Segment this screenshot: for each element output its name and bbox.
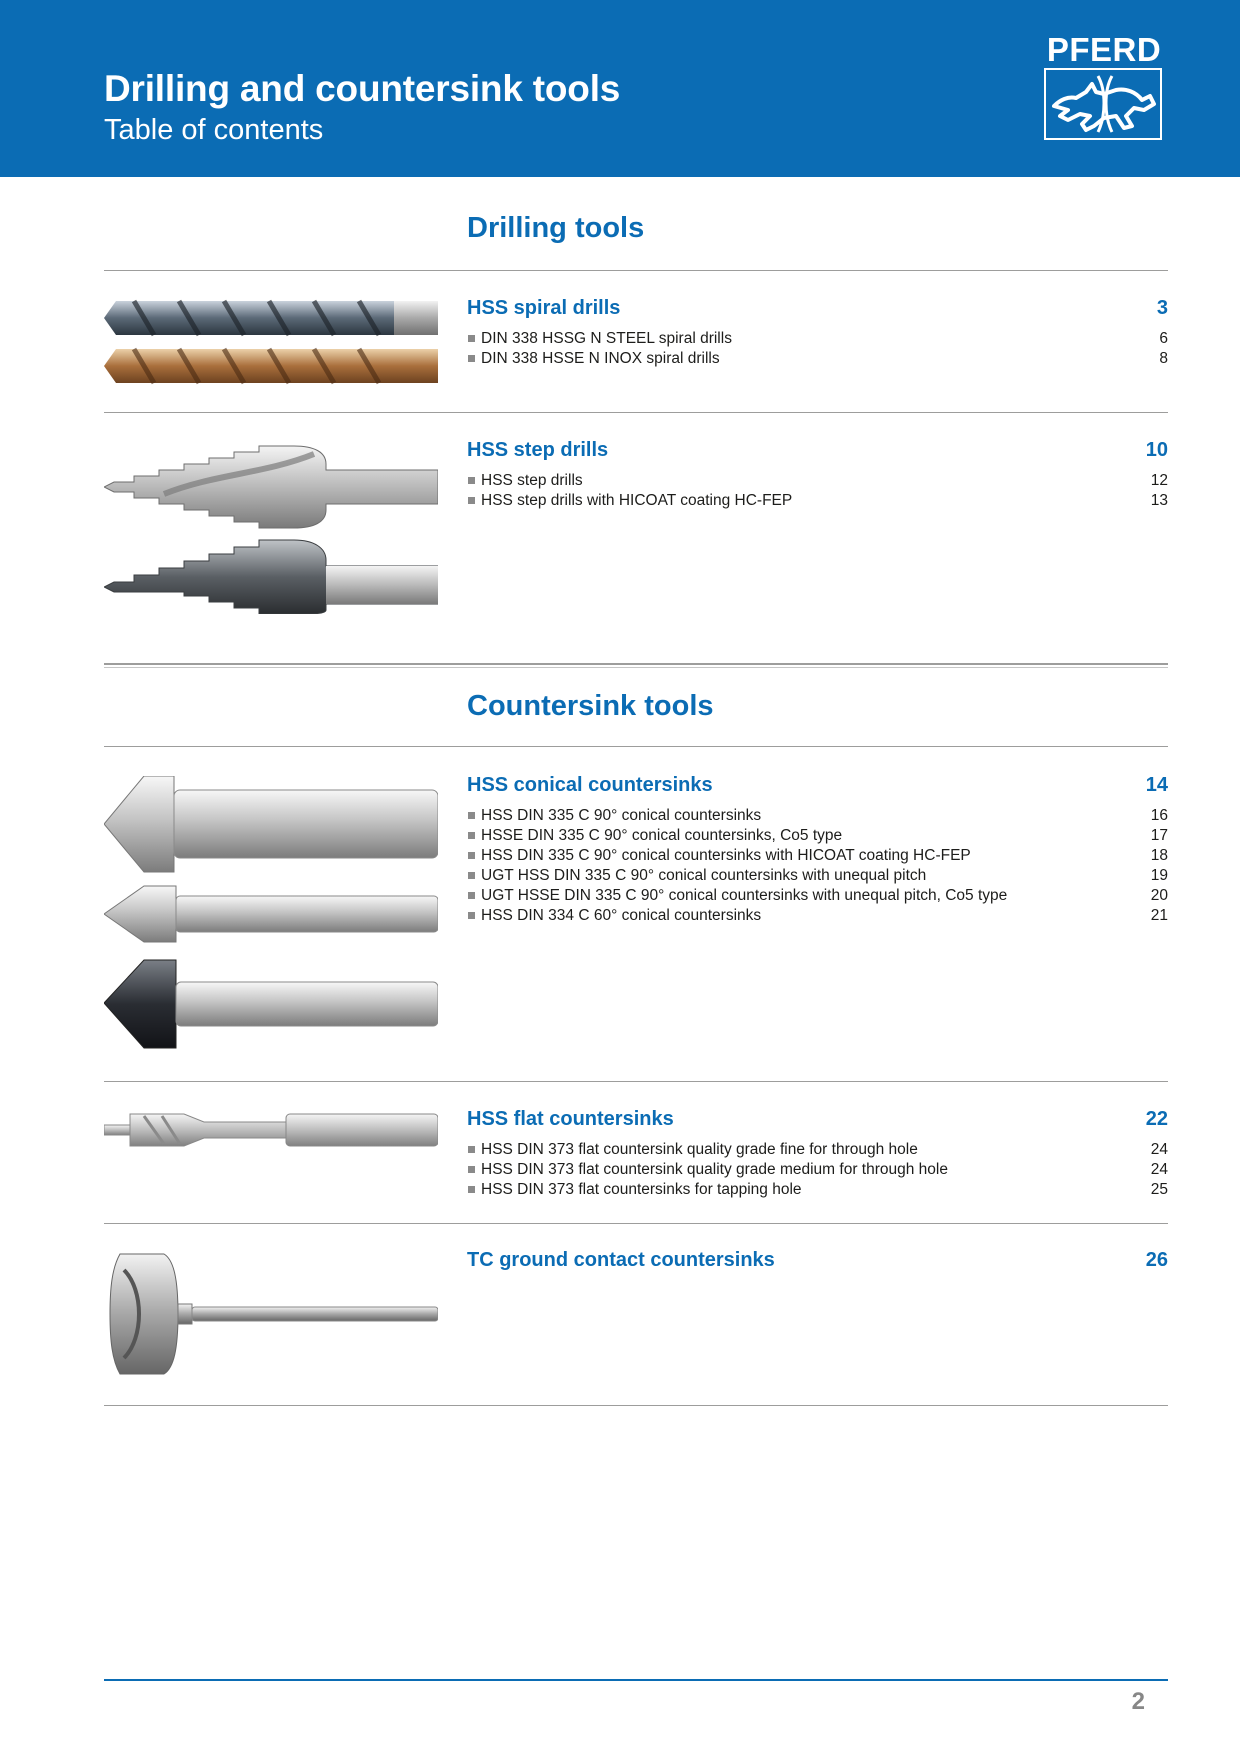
toc-item[interactable]: HSS DIN 335 C 90° conical countersinks w… [467,846,1168,866]
group-title-link[interactable]: HSS spiral drills [467,297,621,319]
footer-rule [104,1679,1168,1681]
group-heading: HSS spiral drills 3 [467,297,1168,327]
logo-text: PFERD [1046,31,1162,68]
group-title-link[interactable]: HSS flat countersinks [467,1108,674,1130]
toc-list: HSS DIN 335 C 90° conical countersinks 16… [467,806,1168,926]
toc-item[interactable]: HSS step drills with HICOAT coating HC-F… [467,491,1168,511]
toc-item-label: HSS step drills with HICOAT coating HC-F… [481,492,793,509]
bullet-icon [468,892,475,899]
page-subtitle: Table of contents [104,114,324,146]
divider [104,746,1168,747]
group-heading: HSS conical countersinks 14 [467,774,1168,804]
toc-list: HSS DIN 373 flat countersink quality gra… [467,1140,1168,1200]
bullet-icon [468,912,475,919]
page-header: Drilling and countersink tools Table of … [0,0,1240,177]
toc-group-flat-countersinks: HSS flat countersinks 22 HSS DIN 373 fla… [467,1108,1168,1200]
toc-item-page: 17 [1150,827,1168,844]
horse-logo-icon [1044,68,1162,140]
divider [104,1081,1168,1082]
tc-countersink-image [104,1250,439,1378]
section-divider [104,663,1168,668]
toc-item-page: 24 [1150,1141,1168,1158]
bullet-icon [468,812,475,819]
group-page-number: 22 [1145,1108,1168,1130]
group-heading: HSS flat countersinks 22 [467,1108,1168,1138]
toc-list: DIN 338 HSSG N STEEL spiral drills 6 DIN … [467,329,1168,369]
divider [104,1405,1168,1406]
group-heading: HSS step drills 10 [467,439,1168,469]
bullet-icon [468,852,475,859]
toc-item-label: UGT HSS DIN 335 C 90° conical countersin… [481,867,927,884]
toc-item-label: UGT HSSE DIN 335 C 90° conical countersi… [481,887,1008,904]
toc-group-tc-countersinks: TC ground contact countersinks 26 [467,1249,1168,1279]
bullet-icon [468,497,475,504]
group-page-number: 26 [1145,1249,1168,1271]
toc-item-label: HSSE DIN 335 C 90° conical countersinks,… [481,827,843,844]
toc-item[interactable]: DIN 338 HSSG N STEEL spiral drills 6 [467,329,1168,349]
group-page-number: 10 [1145,439,1168,461]
toc-item-page: 21 [1150,907,1168,924]
toc-group-step-drills: HSS step drills 10 HSS step drills 12 HSS… [467,439,1168,511]
bullet-icon [468,355,475,362]
toc-item[interactable]: HSS step drills 12 [467,471,1168,491]
group-page-number: 14 [1145,774,1168,796]
flat-countersink-image [103,1110,439,1150]
bullet-icon [468,335,475,342]
section-title-drilling-tools: Drilling tools [467,212,645,244]
spiral-drills-image [104,298,438,388]
toc-item[interactable]: DIN 338 HSSE N INOX spiral drills 8 [467,349,1168,369]
bullet-icon [468,872,475,879]
bullet-icon [468,1166,475,1173]
group-title-link[interactable]: HSS conical countersinks [467,774,713,796]
toc-item[interactable]: UGT HSS DIN 335 C 90° conical countersin… [467,866,1168,886]
toc-item-page: 12 [1150,472,1168,489]
step-drills-image [102,434,439,615]
toc-item-page: 13 [1150,492,1168,509]
toc-item[interactable]: HSS DIN 334 C 60° conical countersinks 21 [467,906,1168,926]
toc-item[interactable]: HSS DIN 373 flat countersink quality gra… [467,1140,1168,1160]
toc-item-page: 24 [1150,1161,1168,1178]
toc-item[interactable]: HSS DIN 373 flat countersink quality gra… [467,1160,1168,1180]
toc-item-label: HSS DIN 373 flat countersink quality gra… [481,1141,918,1158]
conical-countersinks-image [103,775,439,1054]
toc-group-spiral-drills: HSS spiral drills 3 DIN 338 HSSG N STEEL… [467,297,1168,369]
toc-item-label: HSS DIN 373 flat countersink quality gra… [481,1161,948,1178]
bullet-icon [468,832,475,839]
pferd-logo: PFERD [1040,30,1168,144]
toc-item-label: HSS DIN 373 flat countersinks for tappin… [481,1181,802,1198]
group-title-link[interactable]: TC ground contact countersinks [467,1249,775,1271]
toc-item-label: DIN 338 HSSE N INOX spiral drills [481,350,720,367]
toc-item[interactable]: UGT HSSE DIN 335 C 90° conical countersi… [467,886,1168,906]
toc-item-label: DIN 338 HSSG N STEEL spiral drills [481,330,732,347]
toc-item-page: 18 [1150,847,1168,864]
bullet-icon [468,477,475,484]
toc-item[interactable]: HSS DIN 335 C 90° conical countersinks 16 [467,806,1168,826]
toc-item-label: HSS DIN 335 C 90° conical countersinks w… [481,847,971,864]
toc-item-page: 6 [1159,330,1168,347]
toc-item[interactable]: HSSE DIN 335 C 90° conical countersinks,… [467,826,1168,846]
divider [104,270,1168,271]
toc-item-label: HSS step drills [481,472,583,489]
page-number: 2 [1131,1688,1145,1715]
toc-item[interactable]: HSS DIN 373 flat countersinks for tappin… [467,1180,1168,1200]
divider [104,412,1168,413]
toc-item-page: 19 [1150,867,1168,884]
toc-group-conical-countersinks: HSS conical countersinks 14 HSS DIN 335 … [467,774,1168,926]
toc-item-label: HSS DIN 335 C 90° conical countersinks [481,807,762,824]
group-page-number: 3 [1156,297,1168,319]
group-title-link[interactable]: HSS step drills [467,439,609,461]
bullet-icon [468,1146,475,1153]
toc-item-page: 8 [1159,350,1168,367]
toc-item-page: 16 [1150,807,1168,824]
bullet-icon [468,1186,475,1193]
page-title: Drilling and countersink tools [104,68,621,109]
toc-item-page: 20 [1150,887,1168,904]
divider [104,1223,1168,1224]
group-heading: TC ground contact countersinks 26 [467,1249,1168,1279]
toc-list: HSS step drills 12 HSS step drills with H… [467,471,1168,511]
toc-item-label: HSS DIN 334 C 60° conical countersinks [481,907,762,924]
toc-item-page: 25 [1150,1181,1168,1198]
section-title-countersink-tools: Countersink tools [467,690,714,722]
